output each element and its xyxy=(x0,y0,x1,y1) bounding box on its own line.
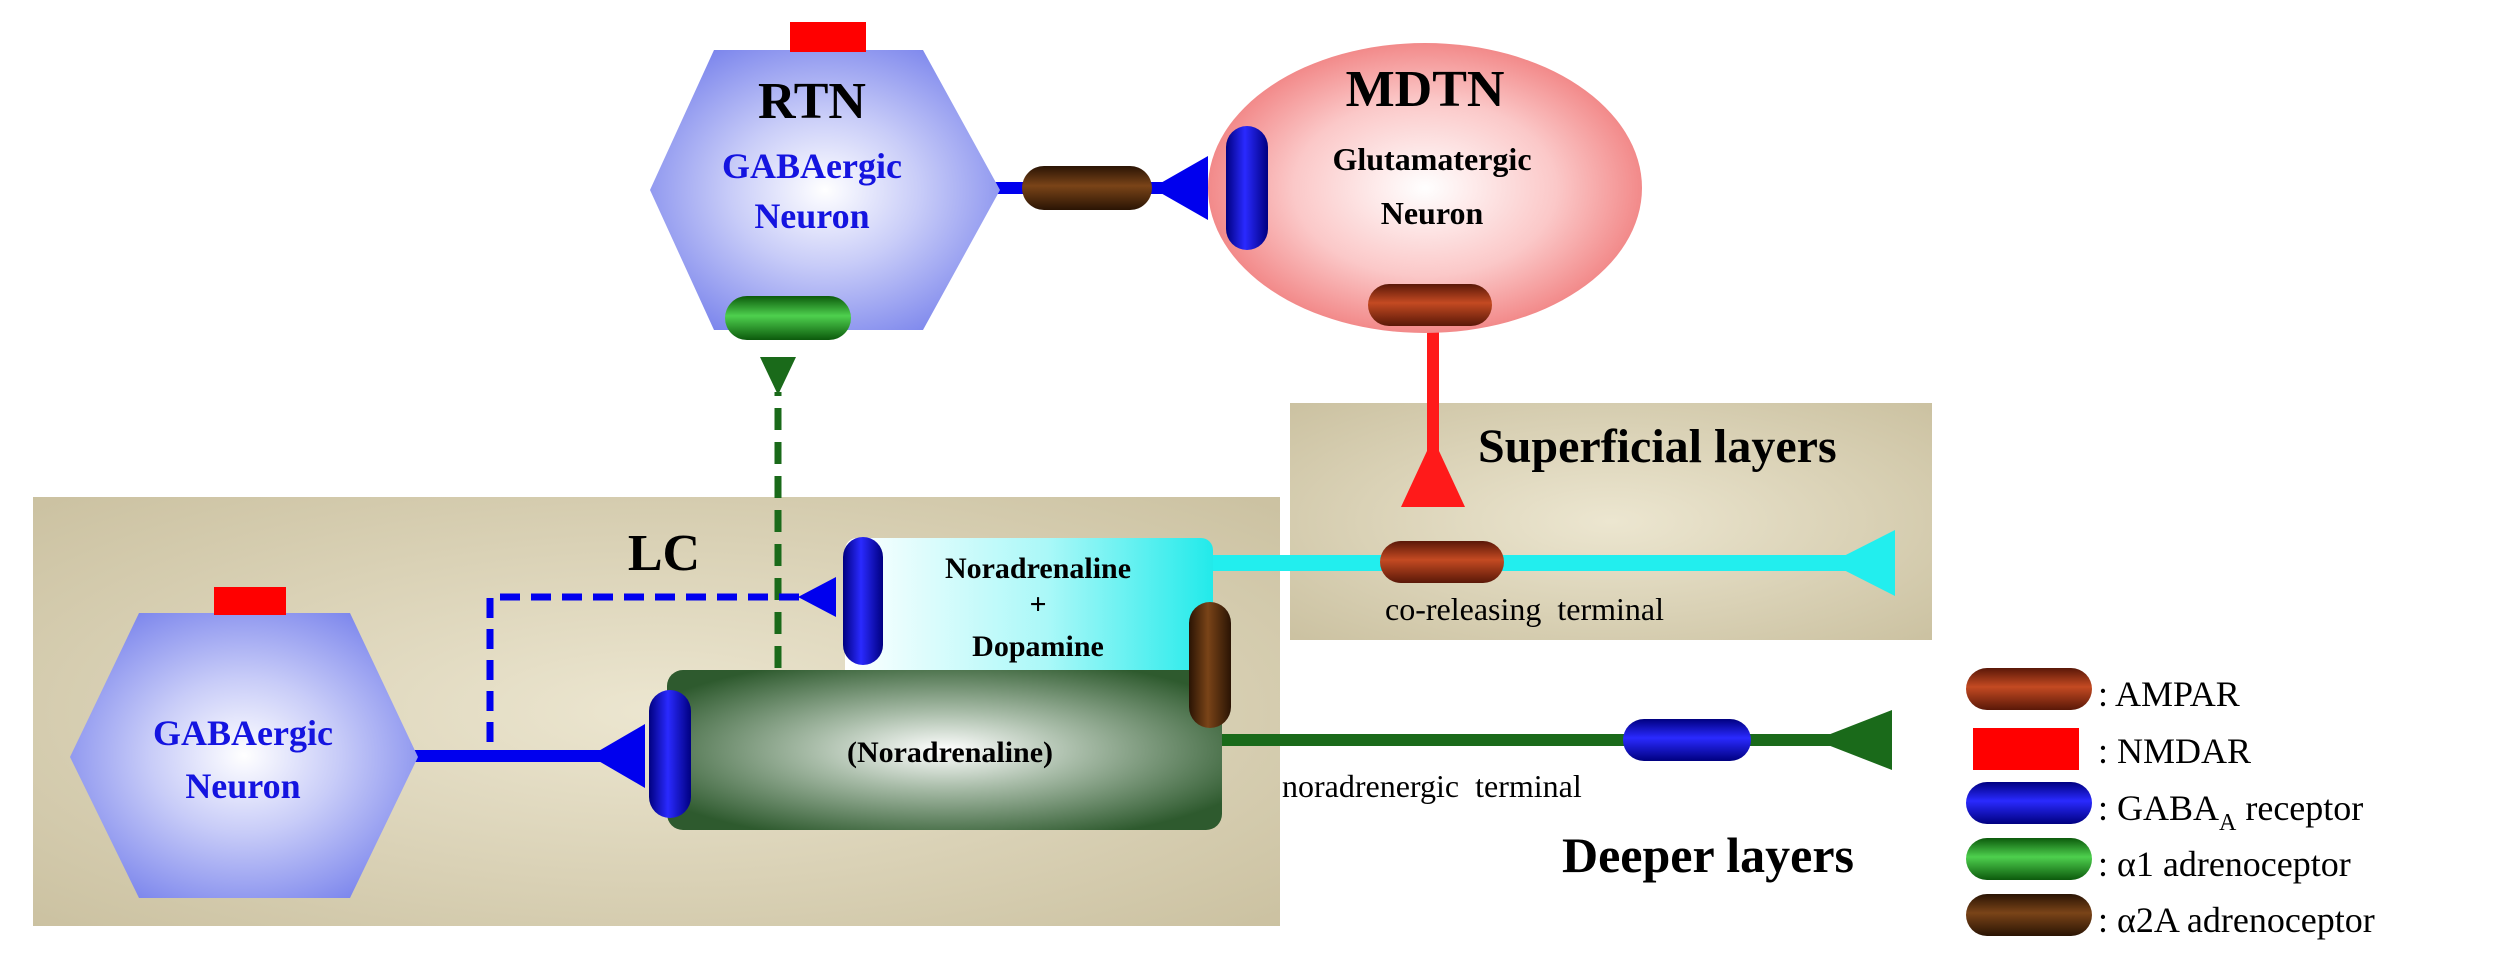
rtn-alpha1-receptor xyxy=(725,296,851,340)
na-da-label-line3: Dopamine xyxy=(972,630,1104,663)
mdtn-ampar xyxy=(1368,284,1492,326)
rtn-title: RTN xyxy=(758,73,866,130)
legend-nmdar-label: : NMDAR xyxy=(2098,731,2251,771)
gaba-to-na-arrowhead xyxy=(590,724,645,788)
lc-to-rtn-arrowhead xyxy=(760,357,796,395)
na-da-alpha2a-receptor xyxy=(1189,602,1231,728)
legend-alpha1-swatch xyxy=(1966,838,2092,880)
mdtn-title: MDTN xyxy=(1346,61,1505,118)
rtn-label-line2: Neuron xyxy=(754,196,869,236)
mdtn-red-arrowhead xyxy=(1401,438,1465,507)
na-da-gaba-a-receptor xyxy=(843,537,883,665)
na-da-label-line1: Noradrenaline xyxy=(945,552,1131,585)
mdtn-label-line1: Glutamatergic xyxy=(1332,141,1531,177)
noradrenergic-arrowhead xyxy=(1815,710,1892,770)
gaba-to-na-da-arrowhead xyxy=(798,577,836,617)
noradrenergic-axon-gaba-a-receptor xyxy=(1623,719,1751,761)
gaba-to-na-da-dashed-axon xyxy=(486,593,820,742)
lc-gaba-label-line1: GABAergic xyxy=(153,713,333,753)
lc-gabaergic-neuron xyxy=(70,613,418,898)
legend: : AMPAR : NMDAR : GABAA receptor : α1 ad… xyxy=(1966,668,2375,940)
co-releasing-arrowhead xyxy=(1830,530,1895,596)
legend-gaba-suffix: receptor xyxy=(2236,788,2363,828)
legend-gaba-prefix: : GABA xyxy=(2098,788,2219,828)
na-gaba-a-receptor xyxy=(649,690,691,818)
noradrenaline-compartment xyxy=(667,670,1222,830)
terminal-ampar xyxy=(1380,541,1504,583)
mdtn-label-line2: Neuron xyxy=(1381,195,1484,231)
rtn-axon-alpha2a-receptor xyxy=(1022,166,1152,210)
rtn-label-line1: GABAergic xyxy=(722,146,902,186)
legend-alpha1-label: : α1 adrenoceptor xyxy=(2098,844,2351,884)
mdtn-neuron xyxy=(1208,43,1642,333)
superficial-layers-panel xyxy=(1290,403,1932,640)
lc-title: LC xyxy=(628,525,700,582)
legend-alpha2a-swatch xyxy=(1966,894,2092,936)
legend-gaba-label: : GABAA receptor xyxy=(2098,788,2363,836)
superficial-layers-title: Superficial layers xyxy=(1478,420,1837,473)
lc-gaba-nmdar xyxy=(214,587,286,615)
lc-gaba-label-line2: Neuron xyxy=(185,766,300,806)
rtn-nmdar xyxy=(790,22,866,52)
legend-gaba-subscript: A xyxy=(2219,810,2237,836)
noradrenaline-dopamine-compartment xyxy=(845,538,1213,688)
na-da-label-line2: + xyxy=(1029,588,1046,621)
co-releasing-terminal-label: co-releasing terminal xyxy=(1385,591,1664,627)
legend-gaba-swatch xyxy=(1966,782,2092,824)
legend-alpha2a-label: : α2A adrenoceptor xyxy=(2098,900,2375,940)
legend-nmdar-swatch xyxy=(1973,728,2079,770)
legend-ampar-swatch xyxy=(1966,668,2092,710)
noradrenergic-terminal-label: noradrenergic terminal xyxy=(1282,768,1582,804)
mdtn-gaba-a-receptor xyxy=(1226,126,1268,250)
rtn-neuron xyxy=(650,50,1000,330)
noradrenaline-label: (Noradrenaline) xyxy=(847,736,1053,769)
deeper-layers-title: Deeper layers xyxy=(1562,827,1854,883)
legend-ampar-label: : AMPAR xyxy=(2098,674,2240,714)
rtn-to-mdtn-arrowhead xyxy=(1152,156,1208,220)
